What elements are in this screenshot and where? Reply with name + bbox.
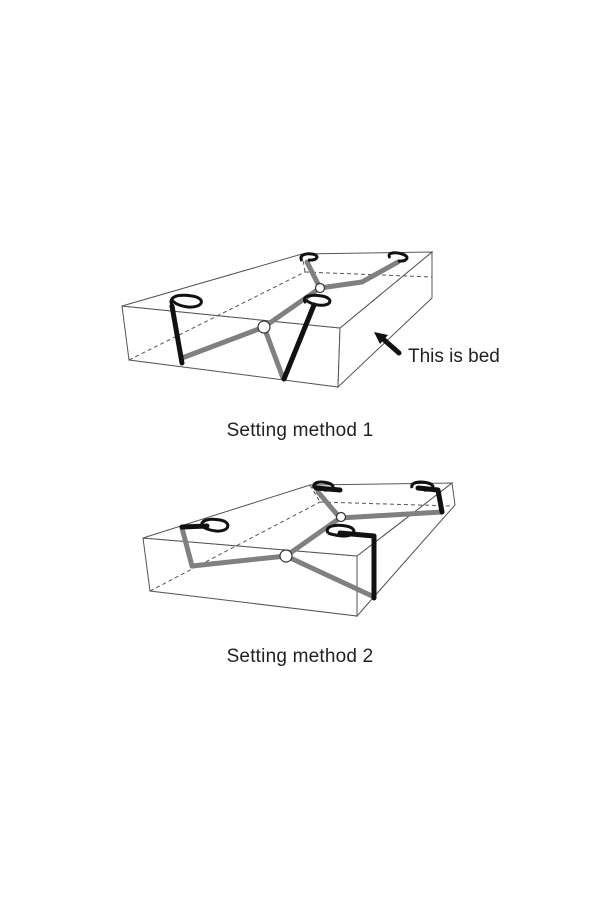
ring-2-back <box>335 511 347 523</box>
gray-strap-1-front-right <box>261 324 286 381</box>
arrow-head-icon <box>374 332 388 344</box>
black-strap-1-right <box>281 302 317 382</box>
gray-strap-1-front-left <box>179 324 267 361</box>
ring-1-front <box>257 320 271 334</box>
strap-loops-1 <box>169 251 409 309</box>
gray-strap-2-front-left <box>189 553 289 569</box>
loop-2-back-right <box>410 480 435 492</box>
loop-1-left <box>169 293 203 309</box>
arrow-icon <box>379 335 402 356</box>
bed-2-hidden-back-edge <box>319 501 453 507</box>
loop-1-back-right <box>387 251 409 263</box>
loop-2-back-left <box>312 480 335 492</box>
strap-rings-2 <box>279 511 347 563</box>
gray-strap-2-front-right <box>283 553 375 599</box>
gray-strap-1-back-right <box>317 259 401 291</box>
black-straps-1 <box>169 302 317 382</box>
bed-1-hidden-left-edge <box>128 271 306 361</box>
strap-loops-2 <box>200 480 435 538</box>
bed-2-hidden-back-vertical <box>309 484 321 503</box>
black-strap-1-left <box>169 303 185 366</box>
gray-straps-2 <box>179 489 445 599</box>
bed-pointer-arrow <box>374 332 402 356</box>
loop-2-left <box>200 517 230 533</box>
ring-2-front <box>279 549 293 563</box>
bed-1-top-face <box>121 251 434 329</box>
ring-1-back <box>314 282 326 294</box>
strap-rings-1 <box>257 282 326 334</box>
gray-strap-2-left-vertical <box>179 525 195 569</box>
bed-annotation-label: This is bed <box>408 346 500 367</box>
gray-strap-2-back-right <box>337 509 445 521</box>
loop-1-back-left <box>299 252 319 262</box>
bed-2-hidden-left-edge <box>149 501 321 592</box>
bed-1-hidden-back-edge <box>304 271 433 278</box>
loop-2-front-right <box>325 523 356 538</box>
gray-strap-2-diagonal <box>283 515 343 559</box>
caption-setting-method-2: Setting method 2 <box>226 646 374 667</box>
loop-1-front-right <box>303 293 332 307</box>
bed-box-2 <box>142 482 456 618</box>
caption-setting-method-1: Setting method 1 <box>226 420 374 441</box>
diagram-setting-method-1 <box>121 250 434 389</box>
gray-strap-2-back-left <box>315 489 343 521</box>
diagram-setting-method-2 <box>142 480 456 618</box>
